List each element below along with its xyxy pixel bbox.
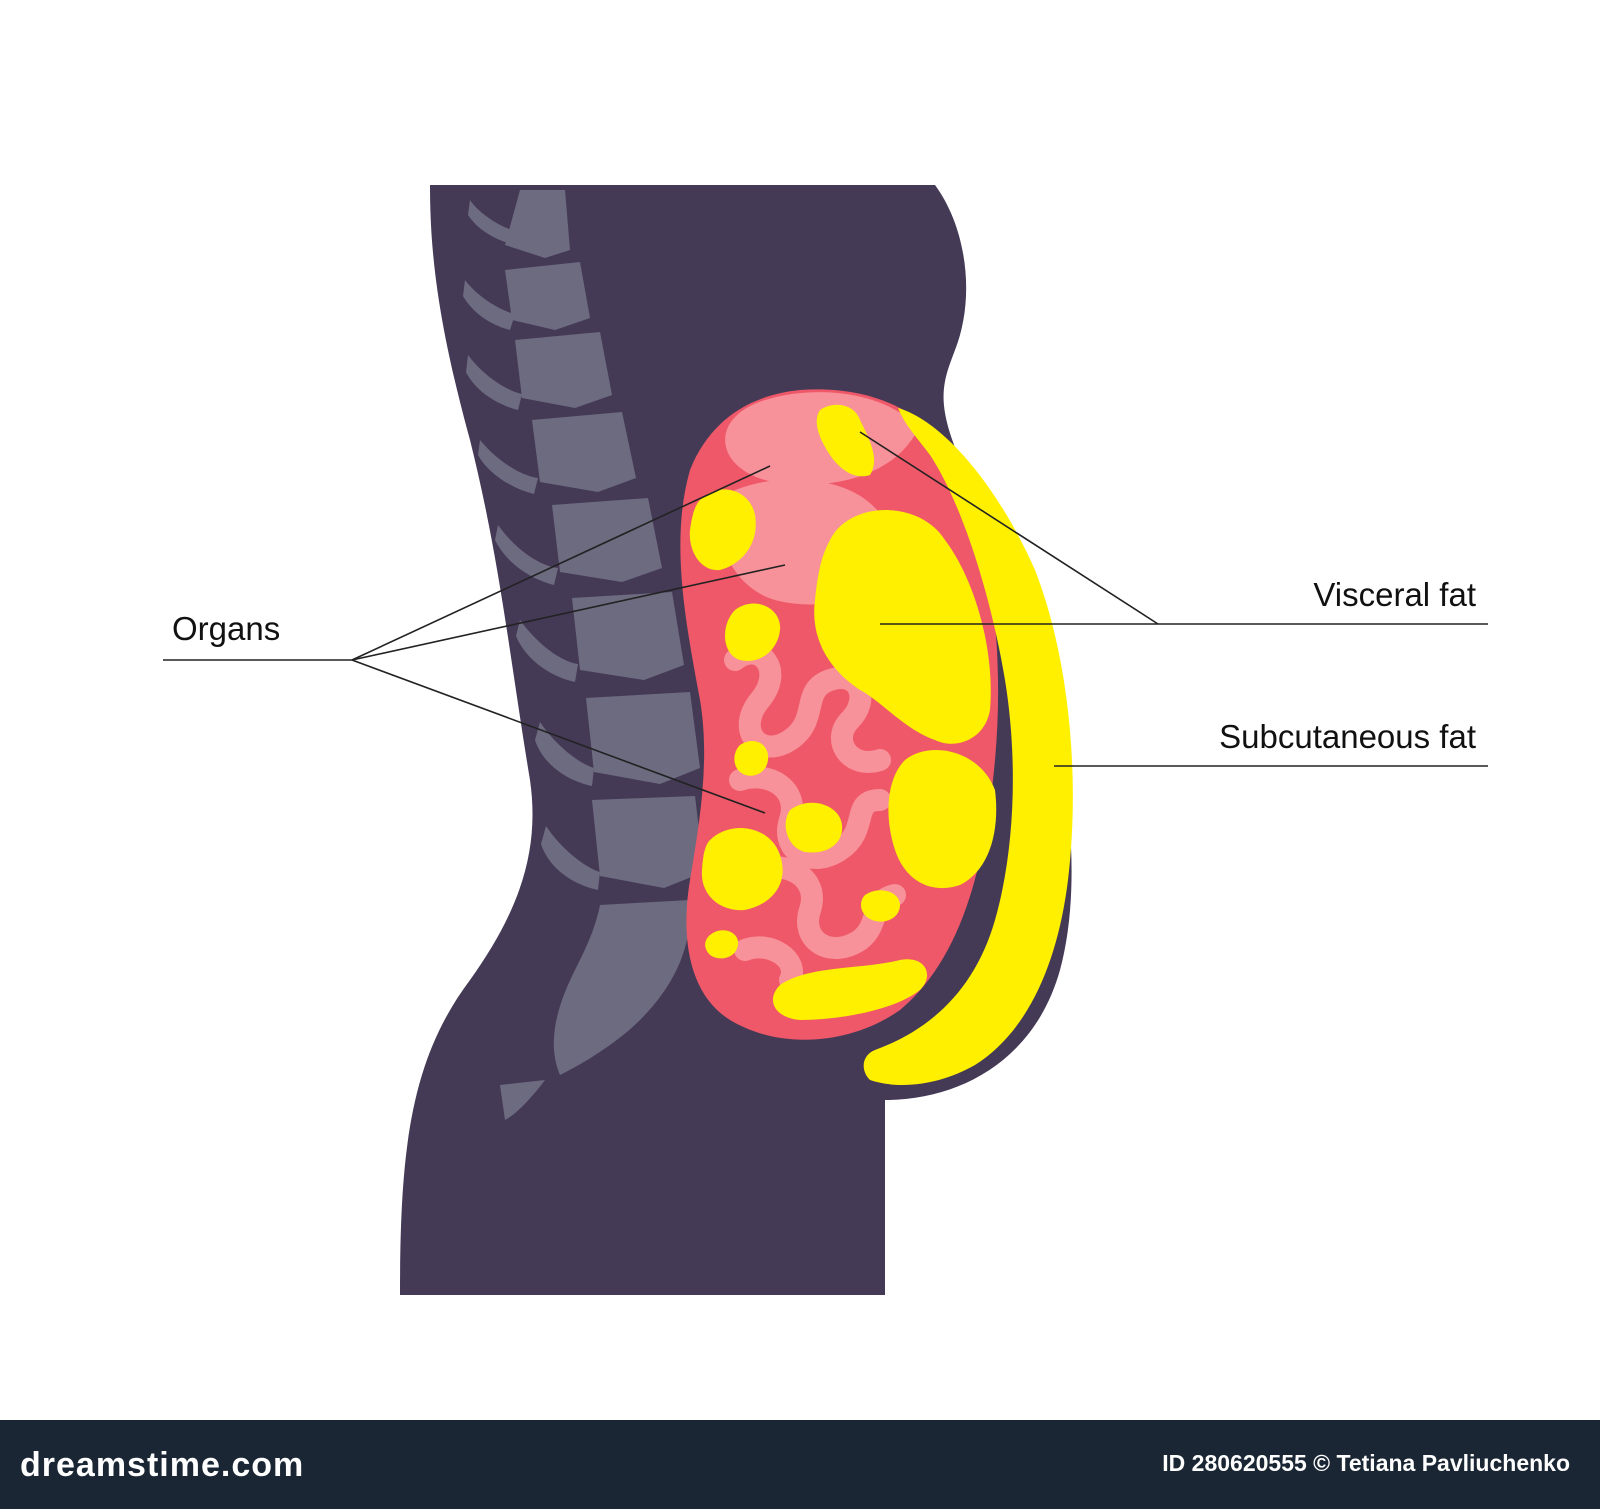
- image-credit: ID 280620555 © Tetiana Pavliuchenko: [1162, 1452, 1570, 1475]
- visceral-fat-label: Visceral fat: [1313, 576, 1476, 613]
- author-name: Tetiana Pavliuchenko: [1336, 1450, 1570, 1476]
- subcutaneous-fat-label: Subcutaneous fat: [1219, 718, 1476, 755]
- organs-label: Organs: [172, 610, 281, 647]
- abdomen-diagram: [163, 185, 1488, 1295]
- spine: [463, 190, 704, 1120]
- image-id: ID 280620555: [1162, 1450, 1307, 1476]
- copyright-symbol: ©: [1313, 1450, 1331, 1476]
- visceral-fat: [689, 404, 997, 1020]
- subcutaneous-fat: [863, 408, 1073, 1085]
- leader-lines: [163, 431, 1488, 814]
- footer-bar: dreamstime.com ID 280620555 © Tetiana Pa…: [0, 1420, 1600, 1509]
- site-logo: dreamstime.com: [20, 1446, 305, 1484]
